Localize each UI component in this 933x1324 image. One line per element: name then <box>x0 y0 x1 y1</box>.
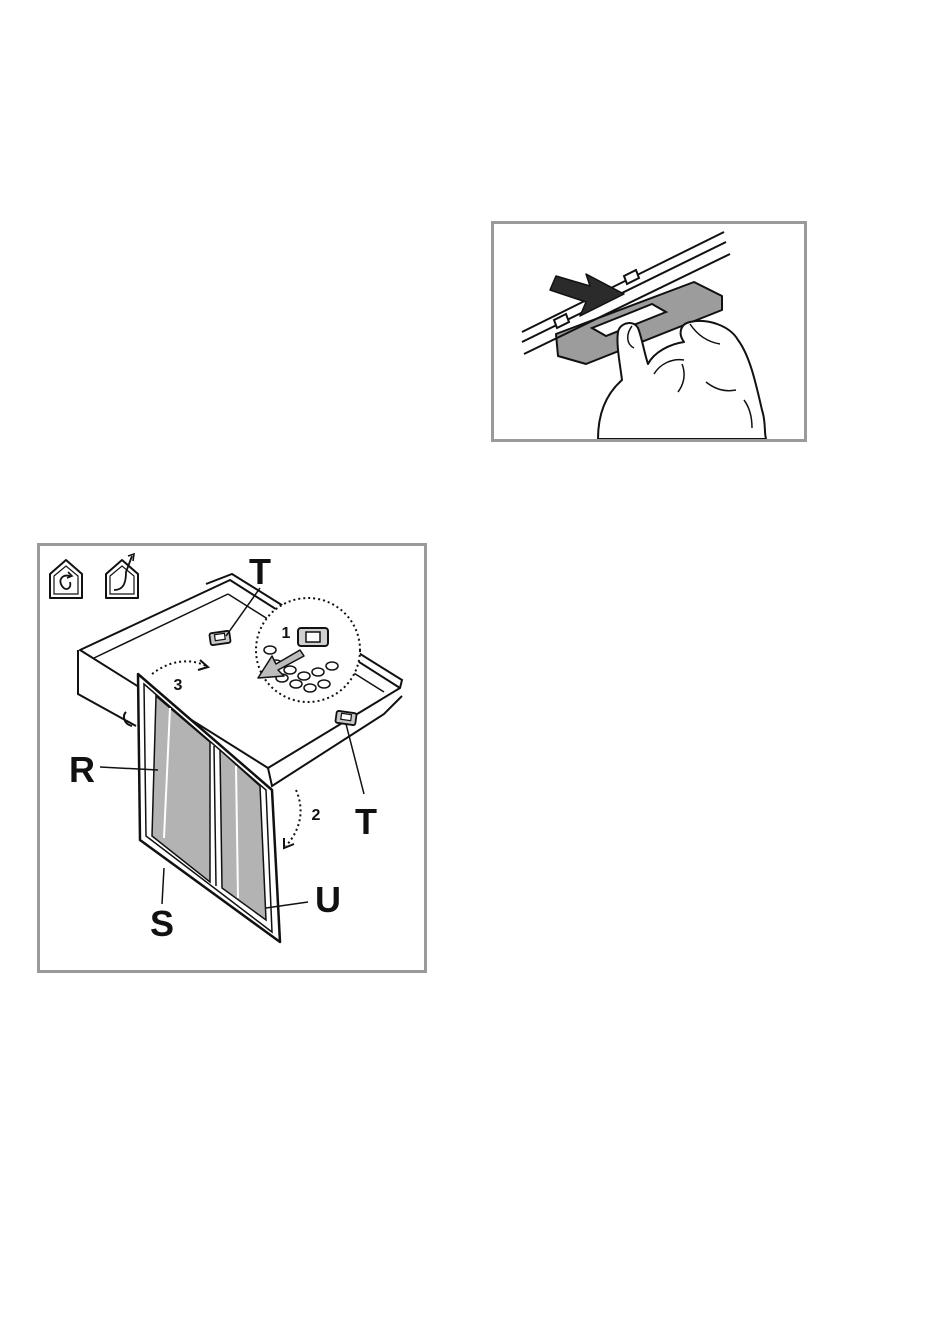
rail-clip-right <box>624 270 639 284</box>
step-1-number: 1 <box>282 625 291 642</box>
clip-release-figure <box>491 221 807 442</box>
step-2-number: 2 <box>312 807 321 824</box>
step-2-dotted-arrow <box>286 790 301 846</box>
hand-illustration <box>598 321 766 439</box>
grease-filter-drawing: T T R S U 1 2 3 <box>40 546 424 970</box>
label-filter-handle: U <box>315 879 341 920</box>
step-3-number: 3 <box>174 677 183 694</box>
label-filter-mesh: R <box>69 749 95 790</box>
recirculation-mode-icon <box>50 560 82 598</box>
leader-clip-right <box>346 724 364 794</box>
extraction-mode-icon <box>106 554 138 598</box>
grease-filter-removal-figure: T T R S U 1 2 3 <box>37 543 427 973</box>
detail-magnifier <box>256 598 360 702</box>
clip-release-drawing <box>494 224 804 439</box>
clip-right <box>335 711 356 726</box>
leader-filter-frame <box>162 868 164 904</box>
label-clip-top-left: T <box>249 551 271 592</box>
label-clip-right: T <box>355 801 377 842</box>
label-filter-frame: S <box>150 903 174 944</box>
push-direction-arrow <box>550 274 624 316</box>
